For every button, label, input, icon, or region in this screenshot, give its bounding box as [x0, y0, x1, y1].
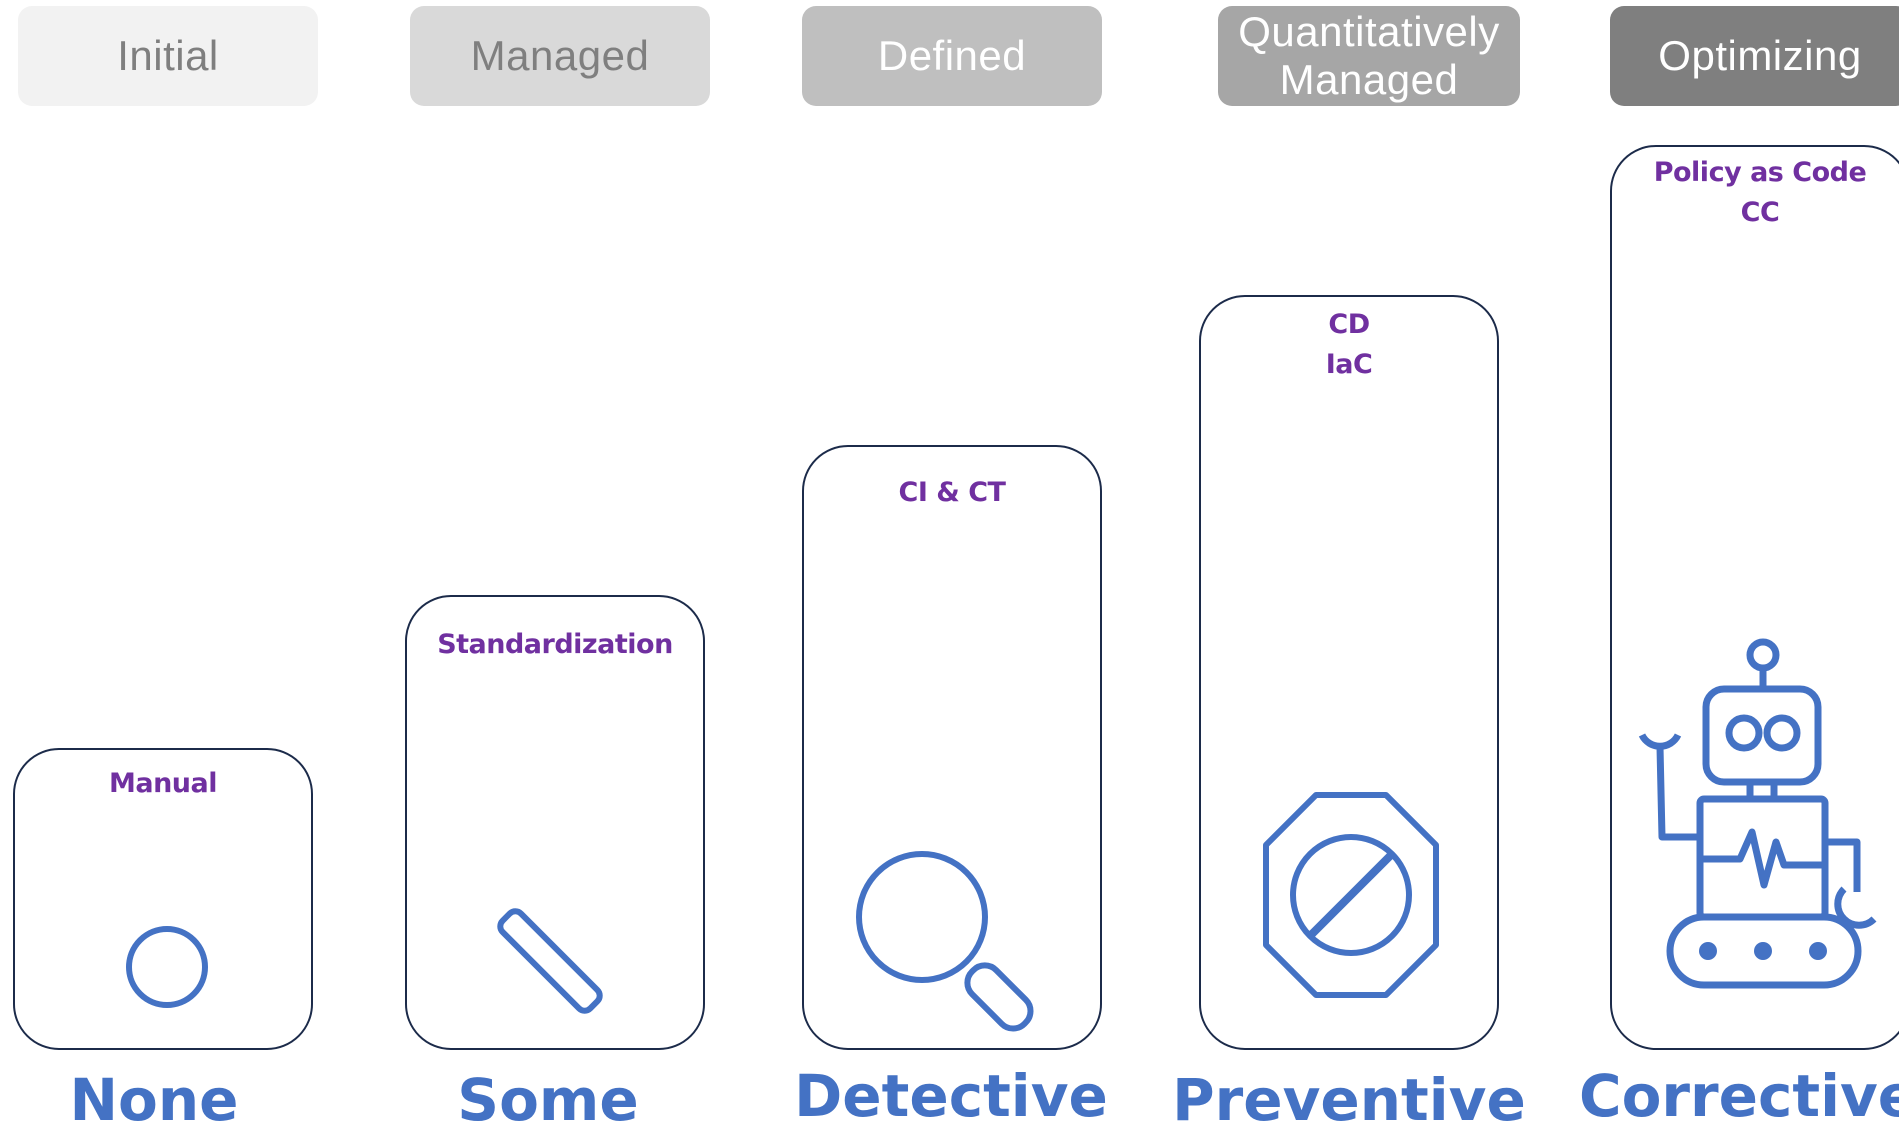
- stage-label-quantitatively-managed: Quantitatively Managed: [1218, 6, 1520, 106]
- robot-icon: [1612, 627, 1899, 1027]
- stage-label-optimizing: Optimizing: [1610, 6, 1899, 106]
- control-label-preventive: Preventive: [1172, 1066, 1526, 1127]
- column-policy-as-code: Policy as Code CC: [1610, 145, 1899, 1050]
- slash-bar-icon: [407, 897, 703, 1027]
- column-label: CD IaC: [1325, 309, 1373, 380]
- stage-label-initial: Initial: [18, 6, 318, 106]
- stage-label-defined: Defined: [802, 6, 1102, 106]
- circle-icon: [15, 920, 311, 1020]
- column-manual: Manual: [13, 748, 313, 1050]
- column-ci-ct: CI & CT: [802, 445, 1102, 1050]
- column-cd-iac: CD IaC: [1199, 295, 1499, 1050]
- column-label: Standardization: [437, 629, 673, 660]
- column-label: Manual: [108, 768, 218, 799]
- column-label: Policy as Code CC: [1653, 157, 1867, 228]
- control-label-detective: Detective: [794, 1062, 1108, 1127]
- stage-label-managed: Managed: [410, 6, 710, 106]
- control-label-corrective: Corrective: [1579, 1062, 1899, 1127]
- magnifier-icon: [804, 842, 1100, 1042]
- stop-sign-icon: [1201, 792, 1497, 1012]
- control-label-some: Some: [457, 1066, 639, 1127]
- column-label: CI & CT: [898, 477, 1006, 508]
- control-label-none: None: [69, 1066, 239, 1127]
- column-standardization: Standardization: [405, 595, 705, 1050]
